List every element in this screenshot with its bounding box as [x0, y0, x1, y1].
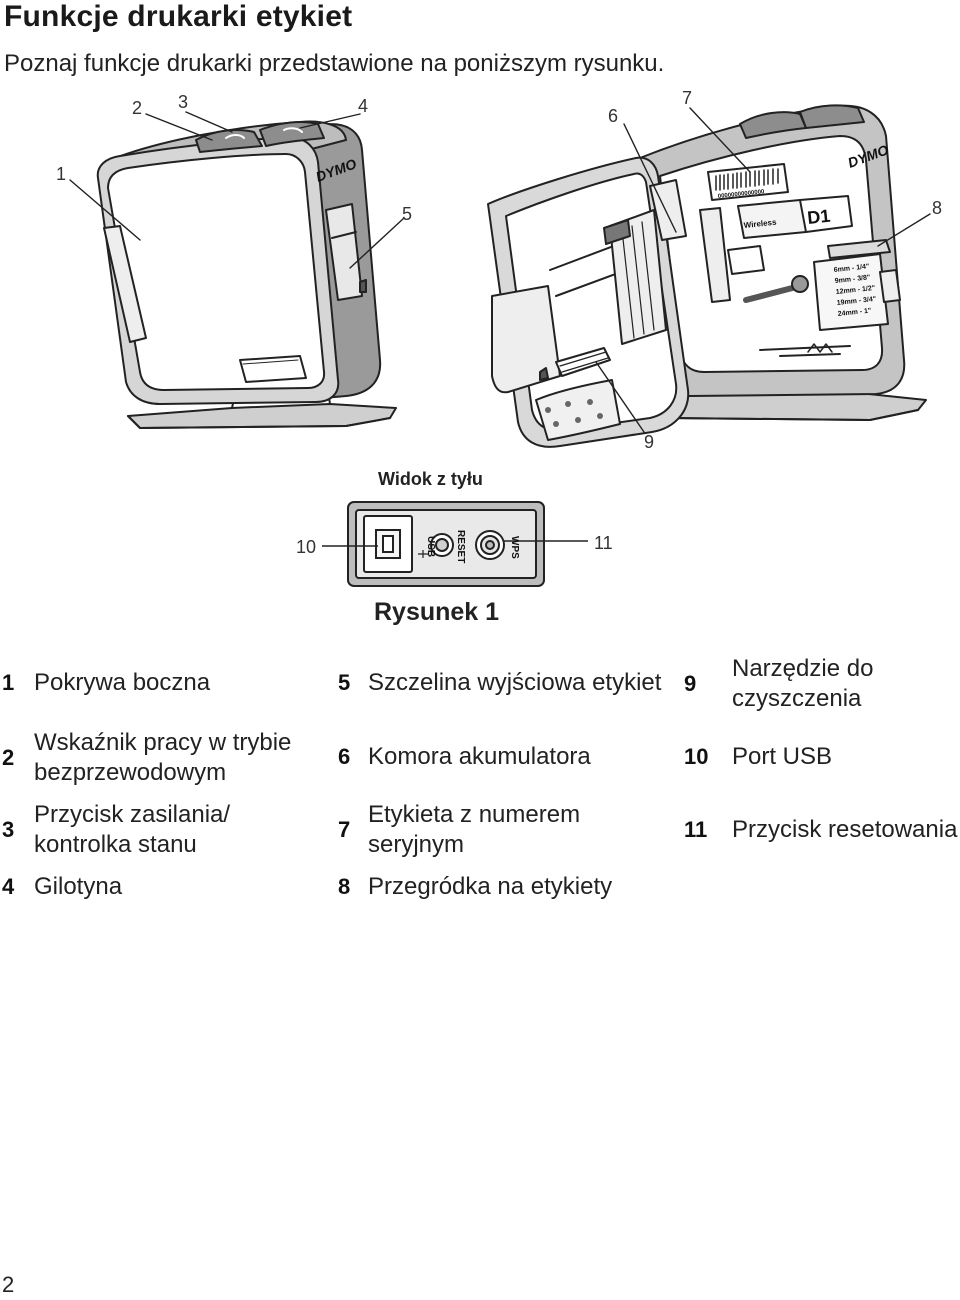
legend-item-6: 6 Komora akumulatora [338, 742, 678, 772]
legend-number: 6 [338, 744, 351, 769]
rear-view-panel [347, 501, 545, 587]
serial-number-text: 00000000000000 [718, 189, 766, 200]
callout-9: 9 [644, 432, 654, 452]
legend-number: 8 [338, 874, 351, 899]
callout-3: 3 [178, 92, 188, 112]
legend-item-11: 11 Przycisk resetowania [684, 815, 960, 845]
callout-6: 6 [608, 106, 618, 126]
legend-item-7: 7 Etykieta z numerem seryjnym [338, 800, 608, 860]
legend-text: Komora akumulatora [368, 743, 591, 770]
tape-size-3: 19mm - 3/4" [836, 296, 876, 307]
legend-number: 5 [338, 670, 351, 695]
legend-number: 3 [2, 817, 15, 842]
rear-leaders [322, 540, 588, 547]
printer-closed-drawing [96, 120, 397, 429]
printer-open-drawing [487, 104, 927, 448]
legend-number: 9 [684, 671, 697, 696]
tape-size-0: 6mm - 1/4" [833, 263, 869, 274]
page-number: 2 [2, 1272, 15, 1297]
legend-text: Pokrywa boczna [34, 669, 211, 696]
rear-view-title: Widok z tyłu [378, 469, 483, 489]
callout-leaders [69, 107, 931, 433]
callout-11: 11 [594, 533, 613, 553]
legend-number: 4 [2, 874, 15, 899]
legend-item-2: 2 Wskaźnik pracy w trybie bezprzewodowym [2, 728, 324, 788]
reset-label: RESET [455, 530, 466, 563]
legend-item-10: 10 Port USB [684, 742, 952, 772]
tape-size-4: 24mm - 1" [837, 308, 871, 318]
legend-item-1: 1 Pokrywa boczna [2, 668, 324, 698]
legend-text: Przycisk resetowania [732, 816, 958, 843]
legend-number: 10 [684, 744, 709, 769]
legend-number: 11 [684, 817, 708, 842]
legend-text: Narzędzie do czyszczenia [732, 655, 874, 712]
legend-item-9: 9 Narzędzie do czyszczenia [684, 654, 912, 714]
callout-7: 7 [682, 88, 692, 108]
intro-text: Poznaj funkcje drukarki przedstawione na… [4, 50, 665, 77]
legend-item-4: 4 Gilotyna [2, 872, 324, 902]
tape-size-2: 12mm - 1/2" [835, 285, 875, 296]
cassette-sublabel: Wireless [743, 218, 777, 230]
callout-1: 1 [56, 164, 66, 184]
figure-caption: Rysunek 1 [374, 598, 499, 626]
legend-item-8: 8 Przegródka na etykiety [338, 872, 678, 902]
cassette-label: D1 [806, 206, 831, 228]
usb-label: USB [425, 536, 436, 557]
legend-number: 7 [338, 817, 351, 842]
legend-text: Przycisk zasilania/ kontrolka stanu [34, 801, 231, 858]
legend-item-5: 5 Szczelina wyjściowa etykiet [338, 668, 678, 698]
legend-text: Wskaźnik pracy w trybie bezprzewodowym [34, 729, 292, 786]
legend-text: Port USB [732, 743, 833, 770]
callout-4: 4 [358, 96, 368, 116]
legend: 1 Pokrywa boczna 2 Wskaźnik pracy w tryb… [0, 650, 960, 910]
wps-label: WPS [509, 536, 520, 559]
legend-text: Szczelina wyjściowa etykiet [368, 669, 662, 696]
callout-8: 8 [932, 198, 942, 218]
legend-text: Etykieta z numerem seryjnym [368, 801, 581, 858]
legend-text: Gilotyna [34, 873, 123, 900]
legend-number: 2 [2, 745, 15, 770]
legend-text: Przegródka na etykiety [368, 873, 613, 900]
legend-number: 1 [2, 670, 15, 695]
callout-10: 10 [296, 537, 316, 557]
callout-2: 2 [132, 98, 142, 118]
legend-item-3: 3 Przycisk zasilania/ kontrolka stanu [2, 800, 254, 860]
printer-figure: DYMO [56, 88, 942, 626]
callout-5: 5 [402, 204, 412, 224]
tape-size-1: 9mm - 3/8" [834, 274, 870, 285]
page-title: Funkcje drukarki etykiet [4, 0, 353, 33]
